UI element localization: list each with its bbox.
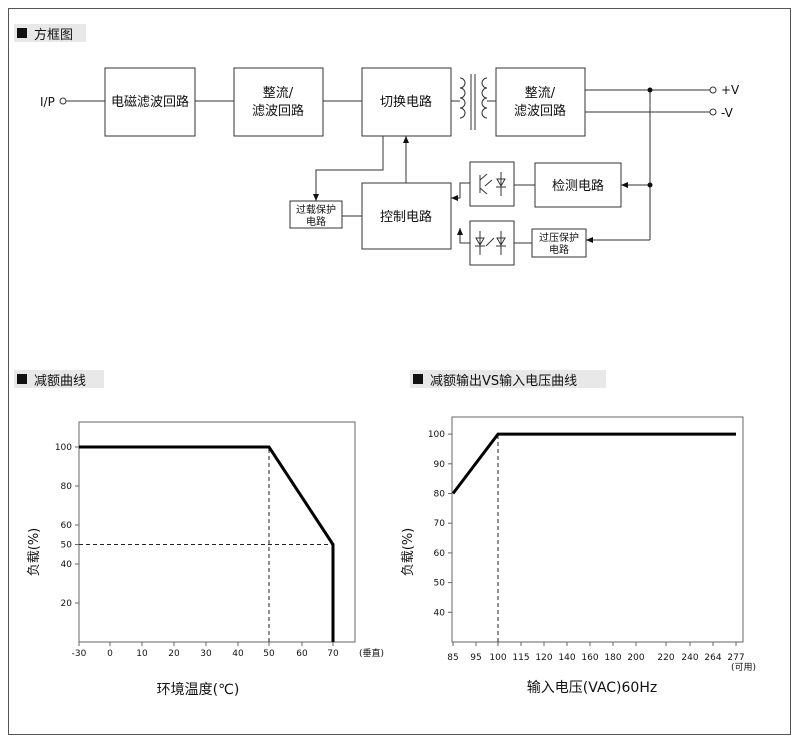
chart1-y-tick-label: 40	[61, 560, 73, 570]
emi-filter-block	[104, 67, 196, 137]
switching-label: 切换电路	[380, 94, 432, 110]
chart1-series-line	[79, 445, 335, 642]
chart1-x-tick-label: 40	[232, 649, 244, 659]
chart1-y-tick-label: 50	[61, 541, 73, 551]
chart2-y-tick-label: 50	[434, 579, 446, 589]
olp-label-line2: 电路	[306, 215, 326, 228]
chart1-y-tick-label: 20	[61, 599, 73, 609]
chart2-x-tick-label: 220	[657, 653, 674, 663]
control-label: 控制电路	[380, 209, 432, 225]
chart2-x-tick-note: (可用)	[731, 662, 756, 673]
chart2-plot-area	[451, 416, 744, 643]
chart2-y-axis-label: 负载(%)	[401, 528, 416, 577]
emi-filter-label: 电磁滤波回路	[111, 94, 189, 110]
rect1-label-line2: 滤波回路	[252, 103, 304, 119]
chart2-x-tick-label: 200	[627, 653, 644, 663]
output-neg-terminal	[709, 108, 717, 116]
chart2-x-tick-label: 277	[727, 653, 744, 663]
chart2-x-tick-label: 140	[558, 653, 575, 663]
output-pos-label: +V	[721, 83, 740, 97]
chart2-y-tick-label: 40	[434, 608, 446, 618]
chart1-x-tick-label: 20	[168, 649, 180, 659]
chart2-x-tick-label: 120	[535, 653, 552, 663]
rect2-label-line2: 滤波回路	[514, 103, 566, 119]
square-bullet-icon	[413, 374, 423, 384]
output-pos-terminal	[709, 86, 717, 94]
optocoupler-1	[469, 161, 515, 207]
rectifier-filter-block-2	[495, 67, 586, 137]
section-title-block-diagram: 方框图	[34, 27, 74, 43]
chart2-x-axis-label: 输入电压(VAC)60Hz	[527, 680, 657, 696]
section-header-derating-vs-input: 减额输出VS输入电压曲线	[410, 370, 606, 389]
rect1-label-line1: 整流/	[263, 86, 294, 101]
chart1-x-tick-label: 70	[327, 649, 339, 659]
chart1-x-tick-label: 60	[296, 649, 308, 659]
section-title-derating-curve: 减额曲线	[34, 373, 87, 389]
ovp-label-line1: 过压保护	[539, 231, 579, 244]
chart1-x-tick-label: 50	[263, 649, 275, 659]
chart2-y-tick-label: 60	[434, 549, 446, 559]
chart1-x-tick-label: 0	[107, 649, 113, 659]
detection-label: 检测电路	[552, 178, 604, 194]
chart2-x-tick-label: 100	[489, 653, 506, 663]
chart2-y-tick-label: 90	[434, 460, 446, 470]
chart1-x-tick-label: 10	[136, 649, 148, 659]
chart1-y-axis-label: 负载(%)	[27, 528, 42, 577]
ovp-label-line2: 电路	[549, 243, 569, 256]
chart2-x-tick-label: 240	[681, 653, 698, 663]
chart1-y-tick-label: 60	[61, 521, 73, 531]
datasheet-frame	[8, 8, 791, 735]
chart1-y-tick-label: 100	[55, 443, 72, 453]
rect2-label-line1: 整流/	[525, 86, 556, 101]
chart2-x-tick-label: 95	[470, 653, 481, 663]
chart2-series-line	[451, 432, 736, 495]
section-header-block-diagram: 方框图	[14, 24, 86, 43]
input-label: I/P	[40, 95, 55, 109]
chart1-x-tick-label: -30	[72, 649, 87, 659]
transformer-icon	[459, 74, 488, 130]
olp-label-line1: 过载保护	[296, 203, 336, 216]
square-bullet-icon	[17, 28, 27, 38]
chart2-y-tick-label: 80	[434, 490, 446, 500]
chart1-x-axis-label: 环境温度(℃)	[157, 682, 240, 698]
chart2-x-tick-label: 180	[604, 653, 621, 663]
rectifier-filter-block-1	[233, 67, 324, 137]
chart2-x-tick-label: 160	[581, 653, 598, 663]
chart1-x-tick-note: (垂直)	[359, 647, 384, 659]
square-bullet-icon	[17, 374, 27, 384]
chart2-x-tick-label: 115	[512, 653, 529, 663]
chart2-y-tick-label: 70	[434, 519, 446, 529]
optocoupler-symbol-icon	[475, 172, 506, 255]
chart1-plot-area	[78, 421, 356, 643]
chart2-x-tick-label: 264	[704, 653, 721, 663]
output-neg-label: -V	[721, 106, 734, 120]
chart2-x-tick-label: 85	[447, 653, 458, 663]
chart2-y-tick-label: 100	[428, 430, 445, 440]
chart1-y-tick-label: 80	[61, 482, 73, 492]
section-title-derating-vs-input: 减额输出VS输入电压曲线	[430, 373, 578, 389]
section-header-derating-curve: 减额曲线	[14, 370, 104, 389]
chart1-x-tick-label: 30	[200, 649, 212, 659]
